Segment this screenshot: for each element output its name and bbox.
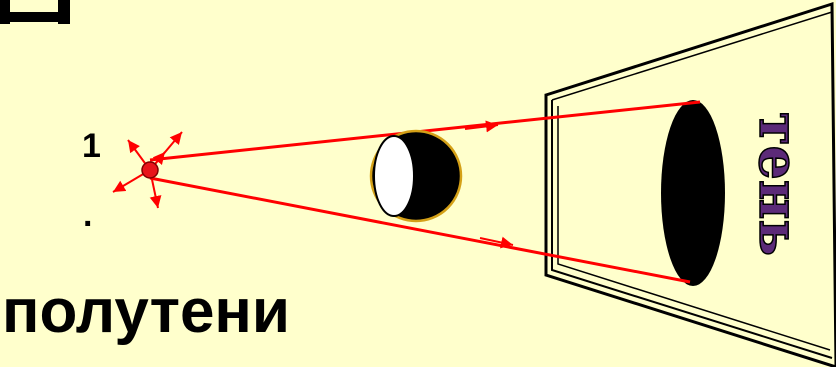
- shadow-ellipse: [661, 100, 725, 286]
- shadow-label: тень: [747, 112, 811, 256]
- opaque-body: [371, 131, 461, 221]
- penumbra-label: полутени: [2, 277, 290, 346]
- light-source: [113, 132, 182, 208]
- heading-fragment: [0, 0, 70, 24]
- point-number-label: 1: [82, 127, 101, 165]
- point-dot-label: .: [83, 196, 92, 234]
- source-dot: [142, 162, 158, 178]
